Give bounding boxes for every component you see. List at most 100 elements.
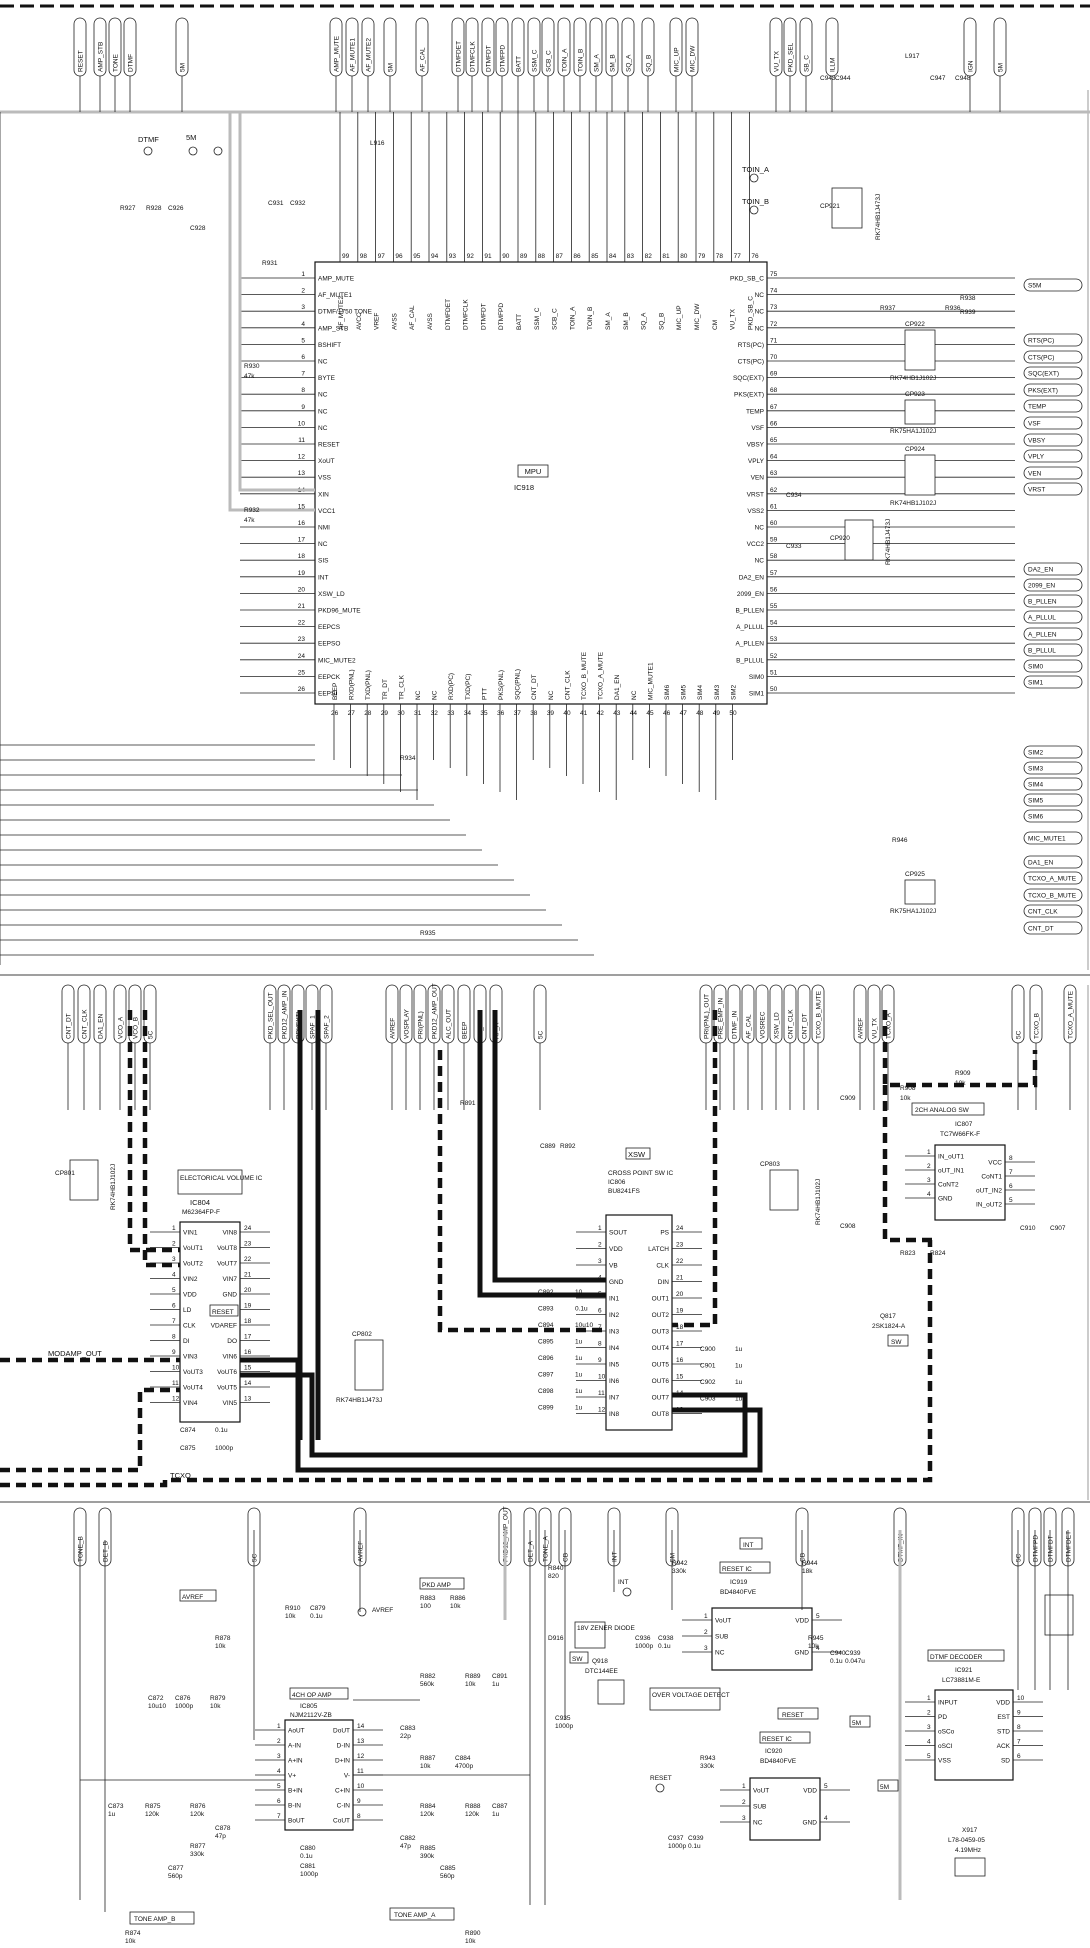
mpu-right-pin-num-10: 65 — [770, 437, 778, 444]
pkdamp-block: PKD AMP — [419, 1577, 465, 1590]
svg-text:R937: R937 — [880, 305, 896, 312]
comp-ref-r882: R882 — [420, 1673, 436, 1680]
mpu-right-pin-8: TEMP — [746, 408, 764, 415]
mid-signal-5: 5C — [148, 1030, 155, 1039]
bottom-component-labels: R87810kR91010kC8790.1uC87210u10C8761000p… — [108, 1560, 865, 1945]
svg-text:CP803: CP803 — [760, 1161, 780, 1168]
comp-ref-c873: C873 — [108, 1803, 124, 1810]
right-signal-18-box — [1023, 675, 1083, 689]
evol-right-num-1: 23 — [244, 1241, 252, 1248]
xsw-outcap-ref-1: C901 — [700, 1363, 716, 1370]
mpu-bottom-pin-num-7: 33 — [447, 710, 455, 717]
opamp-right-num-2: 12 — [357, 1753, 365, 1760]
svg-text:AVREF: AVREF — [182, 1594, 203, 1601]
right-signal-5: TEMP — [1028, 404, 1046, 411]
xsw-outcap-val-2: 1u — [735, 1379, 743, 1386]
mpu-left-pin-num-25: 26 — [298, 686, 306, 693]
mpu-right-pin-19: 2099_EN — [737, 591, 764, 598]
right-signal-4-box — [1023, 383, 1083, 397]
svg-text:L78-0459-05: L78-0459-05 — [948, 1837, 985, 1844]
mpu-left-pin-24: EEPCK — [318, 674, 341, 681]
mpu-left-pin-17: SIS — [318, 558, 329, 565]
comp-val-r877: 330k — [190, 1851, 205, 1858]
xsw-right-pin-9: OUT6 — [652, 1378, 670, 1385]
right-signal-10: VRST — [1028, 487, 1045, 494]
mpu-left-pin-13: XIN — [318, 491, 329, 498]
mpu-top-pin-19: MIC_UP — [676, 305, 683, 330]
comp-val-r874: 10k — [125, 1938, 136, 1945]
svg-text:C932: C932 — [290, 200, 306, 207]
svg-text:CP920: CP920 — [830, 535, 850, 542]
comp-val-r883: 100 — [420, 1603, 431, 1610]
mpu-right-pin-num-6: 69 — [770, 371, 778, 378]
xsw-right-num-9: 15 — [676, 1374, 684, 1381]
right-signal-10-box — [1023, 482, 1083, 496]
mpu-right-pin-num-2: 73 — [770, 304, 778, 311]
reset1-right-num-1: 4 — [816, 1645, 820, 1652]
mpu-left-pin-num-2: 3 — [301, 304, 305, 311]
mpu-left-pin-num-22: 23 — [298, 636, 306, 643]
mpu-left-pin-3: AMP_STB — [318, 325, 348, 332]
xsw-outcap-ref-0: C900 — [700, 1346, 716, 1353]
evol-left-num-8: 9 — [172, 1349, 176, 1356]
svg-text:10k: 10k — [955, 1080, 966, 1087]
dtmf-right-num-0: 10 — [1017, 1695, 1025, 1702]
svg-text:CP921: CP921 — [820, 203, 840, 210]
evol-left-pin-10: VoUT4 — [183, 1385, 203, 1392]
reset1-left-num-2: 3 — [704, 1645, 708, 1652]
mpu-left-pin-num-23: 24 — [298, 653, 306, 660]
xsw-cap-ref-0: C892 — [538, 1289, 554, 1296]
xsw-right-pin-3: DIN — [658, 1279, 670, 1286]
mid-signal-21: PRE_EMP_IN — [718, 998, 725, 1039]
svg-text:1000p: 1000p — [215, 1445, 233, 1452]
svg-text:CP801: CP801 — [55, 1170, 75, 1177]
evol-left-num-0: 1 — [172, 1225, 176, 1232]
comp-val-c887: 1u — [492, 1811, 500, 1818]
right-signal-13: B_PLLEN — [1028, 599, 1057, 606]
mpu-top-pin-3: AVSS — [391, 312, 398, 330]
analog-left-num-3: 4 — [927, 1191, 931, 1198]
mpu-top-pin-num-1: 98 — [360, 253, 368, 260]
mpu-right-pin-13: VRST — [747, 491, 764, 498]
svg-text:IC921: IC921 — [955, 1667, 973, 1674]
comp-val-c938: 0.1u — [658, 1643, 671, 1650]
mpu-top-pin-num-13: 86 — [573, 253, 581, 260]
top-signal-11: DTMFCLK — [470, 41, 477, 72]
top-signal-2: TONE — [113, 53, 120, 72]
mpu-right-pin-num-11: 64 — [770, 454, 778, 461]
right-signal-17-box — [1023, 659, 1083, 673]
mpu-left-pin-4: BSHIFT — [318, 342, 341, 349]
top-signal-3: DTMF — [128, 54, 135, 72]
mpu-left-pin-num-21: 22 — [298, 620, 306, 627]
dtmf-left-pin-2: oSCo — [938, 1729, 955, 1736]
analog-right-num-3: 5 — [1009, 1197, 1013, 1204]
mid-signal-2: DA1_EN — [98, 1013, 105, 1039]
xsw-cap-ref-5: C897 — [538, 1372, 554, 1379]
evol-left-num-2: 3 — [172, 1256, 176, 1263]
svg-text:IC807: IC807 — [955, 1121, 973, 1128]
mpu-left-pin-num-7: 8 — [301, 387, 305, 394]
opamp-left-num-2: 3 — [277, 1753, 281, 1760]
svg-text:M62364FP-F: M62364FP-F — [182, 1209, 220, 1216]
mpu-right-pin-16: VCC2 — [747, 541, 765, 548]
mpu-bottom-pin-num-17: 43 — [613, 710, 621, 717]
mid-signal-6: PKD_SEL_OUT — [268, 992, 275, 1039]
evol-left-num-4: 5 — [172, 1287, 176, 1294]
right-signal-2: CTS(PC) — [1028, 355, 1054, 362]
right-signal-1: RTS(PC) — [1028, 338, 1054, 345]
svg-text:5M: 5M — [852, 1720, 861, 1727]
mid-signal-26: CNT_CLK — [788, 1009, 795, 1039]
mpu-bottom-pin-num-16: 42 — [597, 710, 605, 717]
mpu-left-pin-num-6: 7 — [301, 371, 305, 378]
mpu-bottom-pin-9: PTT — [481, 688, 488, 700]
bottom-signal-7: CB — [563, 1553, 570, 1562]
comp-ref-c884: C884 — [455, 1755, 471, 1762]
svg-text:R932: R932 — [244, 507, 260, 514]
xsw-left-pin-7: IN4 — [609, 1345, 620, 1352]
mpu-right-pin-4: RTS(PC) — [738, 342, 764, 349]
mpu-bottom-pin-num-0: 26 — [331, 710, 339, 717]
mpu-left-pin-14: VCC1 — [318, 508, 336, 515]
mpu-top-pin-18: SQ_B — [658, 313, 665, 330]
mid-signal-33: TCXO_B — [1034, 1013, 1041, 1039]
